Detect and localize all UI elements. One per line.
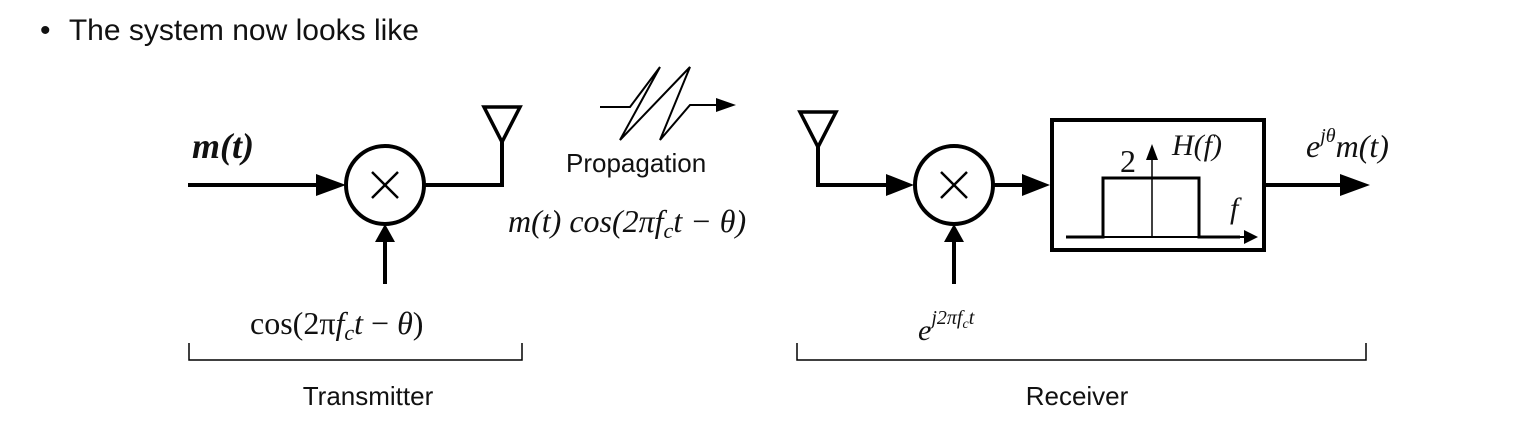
filter-response-line — [1066, 176, 1240, 239]
propagation-wave-icon — [600, 66, 718, 141]
receiver-bracket — [796, 343, 1367, 361]
propagation-arrowhead — [716, 98, 736, 112]
mixer-to-filter-arrowhead — [1022, 174, 1050, 196]
filter-gain-label: 2 — [1120, 143, 1136, 179]
tx-mixer — [344, 144, 426, 226]
tx-oscillator-arrowhead — [375, 224, 395, 242]
rx-feed-arrowhead — [886, 174, 914, 196]
transmitter-bracket — [188, 343, 523, 361]
rx-oscillator-label: ej2πfct — [918, 307, 975, 347]
output-arrowhead — [1340, 174, 1370, 196]
rx-antenna-icon — [797, 110, 839, 151]
rx-oscillator-arrowhead — [944, 224, 964, 242]
rx-feed-line — [816, 145, 900, 187]
bullet-symbol: • — [40, 14, 51, 47]
tx-antenna-icon — [481, 105, 523, 146]
tx-feed-line — [424, 140, 504, 187]
output-label: ejθm(t) — [1306, 125, 1389, 164]
bullet-text: The system now looks like — [68, 14, 419, 47]
filter-freq-axis-arrowhead — [1244, 230, 1258, 244]
input-label: m(t) — [192, 126, 254, 166]
filter-label: H(f) — [1171, 129, 1222, 162]
propagation-label: Propagation — [566, 148, 706, 178]
bullet-line: • The system now looks like — [40, 14, 419, 48]
tx-oscillator-label: cos(2πfct − θ) — [250, 305, 423, 345]
filter-block: 2 H(f) f — [1050, 118, 1266, 252]
rx-mixer — [913, 144, 995, 226]
channel-signal-label: m(t) cos(2πfct − θ) — [508, 203, 746, 243]
input-arrowhead — [316, 174, 346, 196]
receiver-label: Receiver — [1026, 381, 1129, 411]
filter-amp-axis-arrowhead — [1146, 144, 1158, 160]
transmitter-label: Transmitter — [303, 381, 434, 411]
